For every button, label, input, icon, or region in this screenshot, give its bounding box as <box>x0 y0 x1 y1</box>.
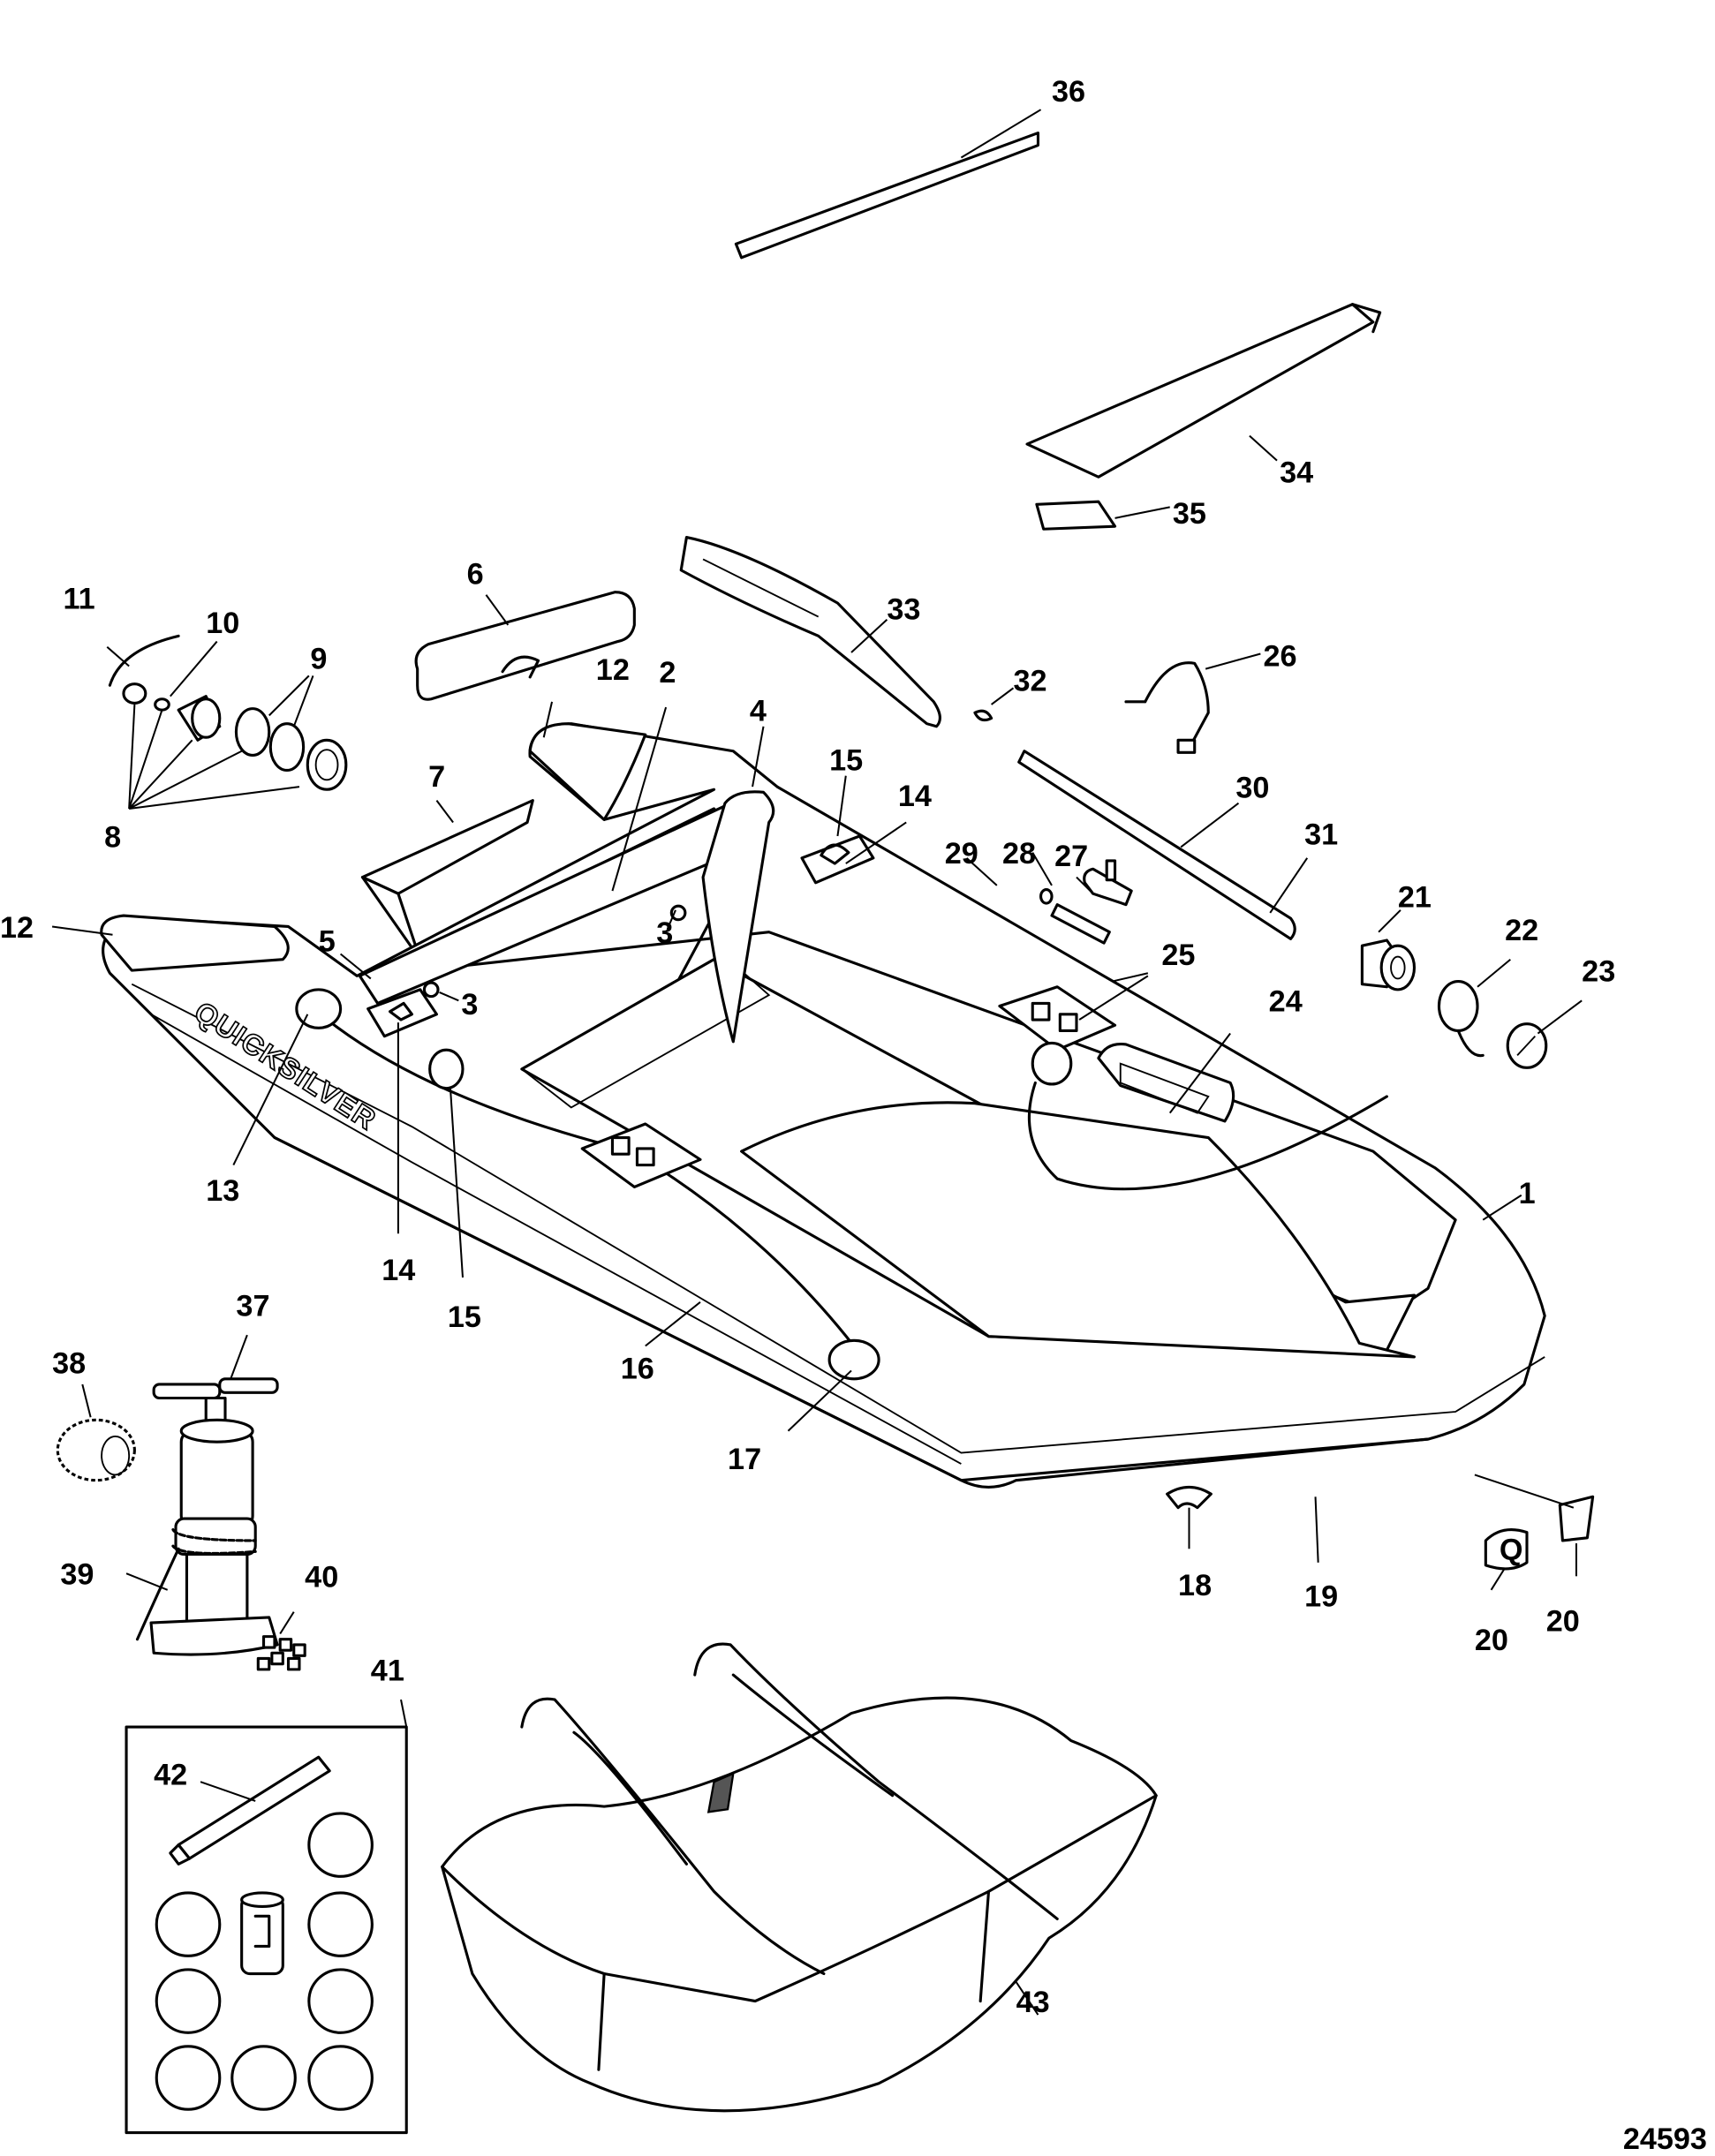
callout-17: 17 <box>728 1443 761 1476</box>
callout-6: 6 <box>467 557 484 591</box>
callout-13: 13 <box>206 1174 239 1208</box>
callout-31: 31 <box>1304 818 1338 851</box>
part-repair-kit-41 <box>125 1699 408 2135</box>
callout-40: 40 <box>305 1561 338 1594</box>
callout-12-rear: 12 <box>596 653 630 687</box>
svg-text:Q: Q <box>1500 1534 1523 1567</box>
callout-20-right: 20 <box>1546 1604 1580 1638</box>
part-badges-20: Q <box>1484 1495 1595 1571</box>
part-seat-34 <box>1025 303 1382 479</box>
part-valve-fittings-25-29 <box>1039 859 1133 945</box>
callout-16: 16 <box>621 1353 654 1386</box>
callout-labels: 36 34 35 33 32 26 30 31 29 28 27 25 21 2… <box>0 75 1707 2156</box>
callout-39: 39 <box>60 1558 94 1592</box>
callout-3-right: 3 <box>656 916 673 950</box>
part-drain-fittings <box>1360 939 1548 1069</box>
callout-38: 38 <box>52 1347 86 1381</box>
callout-21: 21 <box>1398 881 1432 915</box>
part-transom-7 <box>360 799 534 961</box>
callout-42: 42 <box>154 1758 187 1791</box>
callout-14-right: 14 <box>898 780 932 813</box>
part-oar-33 <box>679 536 941 728</box>
callout-34: 34 <box>1280 456 1313 489</box>
callout-32: 32 <box>1013 664 1046 697</box>
callout-28: 28 <box>1002 837 1036 871</box>
callout-35: 35 <box>1173 497 1206 531</box>
callout-11: 11 <box>64 582 95 615</box>
part-pump-kit <box>56 1334 306 1671</box>
callout-30: 30 <box>1235 772 1269 805</box>
callout-14-left: 14 <box>382 1254 415 1287</box>
callout-22: 22 <box>1505 914 1538 947</box>
callout-4: 4 <box>750 695 767 728</box>
part-rod-30-31 <box>1017 750 1309 940</box>
callout-8: 8 <box>104 820 121 854</box>
callout-20-left: 20 <box>1475 1624 1508 1657</box>
callout-27: 27 <box>1054 840 1088 873</box>
part-hull-1: QUICKSILVER <box>100 722 1546 1510</box>
callout-3-left: 3 <box>461 988 478 1021</box>
callout-leaders <box>51 701 1583 1591</box>
callout-29: 29 <box>945 837 978 871</box>
callout-24: 24 <box>1269 985 1303 1019</box>
part-seat-board-36 <box>734 109 1042 260</box>
part-handle-6 <box>414 591 636 701</box>
oarlock-right-rear <box>998 985 1117 1052</box>
callout-2: 2 <box>659 656 676 690</box>
oarlock-right-front <box>800 834 875 885</box>
callout-25: 25 <box>1161 939 1195 972</box>
callout-10: 10 <box>206 607 239 640</box>
oarlock-left-rear <box>580 1122 702 1188</box>
oarlock-left-front <box>366 988 438 1038</box>
callout-43: 43 <box>1016 1986 1050 2019</box>
part-clip-32 <box>973 687 1015 722</box>
part-bracket-35 <box>1035 500 1170 531</box>
callout-41: 41 <box>371 1654 404 1687</box>
part-carry-bag-43 <box>441 1642 1158 2113</box>
callout-26: 26 <box>1263 640 1296 674</box>
callout-5: 5 <box>319 924 336 958</box>
valve-15 <box>428 1048 465 1090</box>
callout-36: 36 <box>1052 75 1085 109</box>
callout-9: 9 <box>310 643 327 676</box>
callout-7: 7 <box>428 760 445 794</box>
callout-15-left: 15 <box>448 1300 481 1334</box>
callout-12-bow: 12 <box>0 911 34 945</box>
callout-1: 1 <box>1519 1177 1536 1210</box>
callout-37: 37 <box>236 1289 269 1323</box>
callout-18: 18 <box>1178 1569 1212 1602</box>
callout-23: 23 <box>1582 955 1615 989</box>
callout-19: 19 <box>1304 1579 1338 1613</box>
callout-15-right: 15 <box>829 743 863 777</box>
part-valve-assembly <box>106 634 348 810</box>
callout-33: 33 <box>887 593 920 627</box>
part-cable-26 <box>1124 652 1261 754</box>
drawing-number: 24593 <box>1623 2122 1707 2156</box>
